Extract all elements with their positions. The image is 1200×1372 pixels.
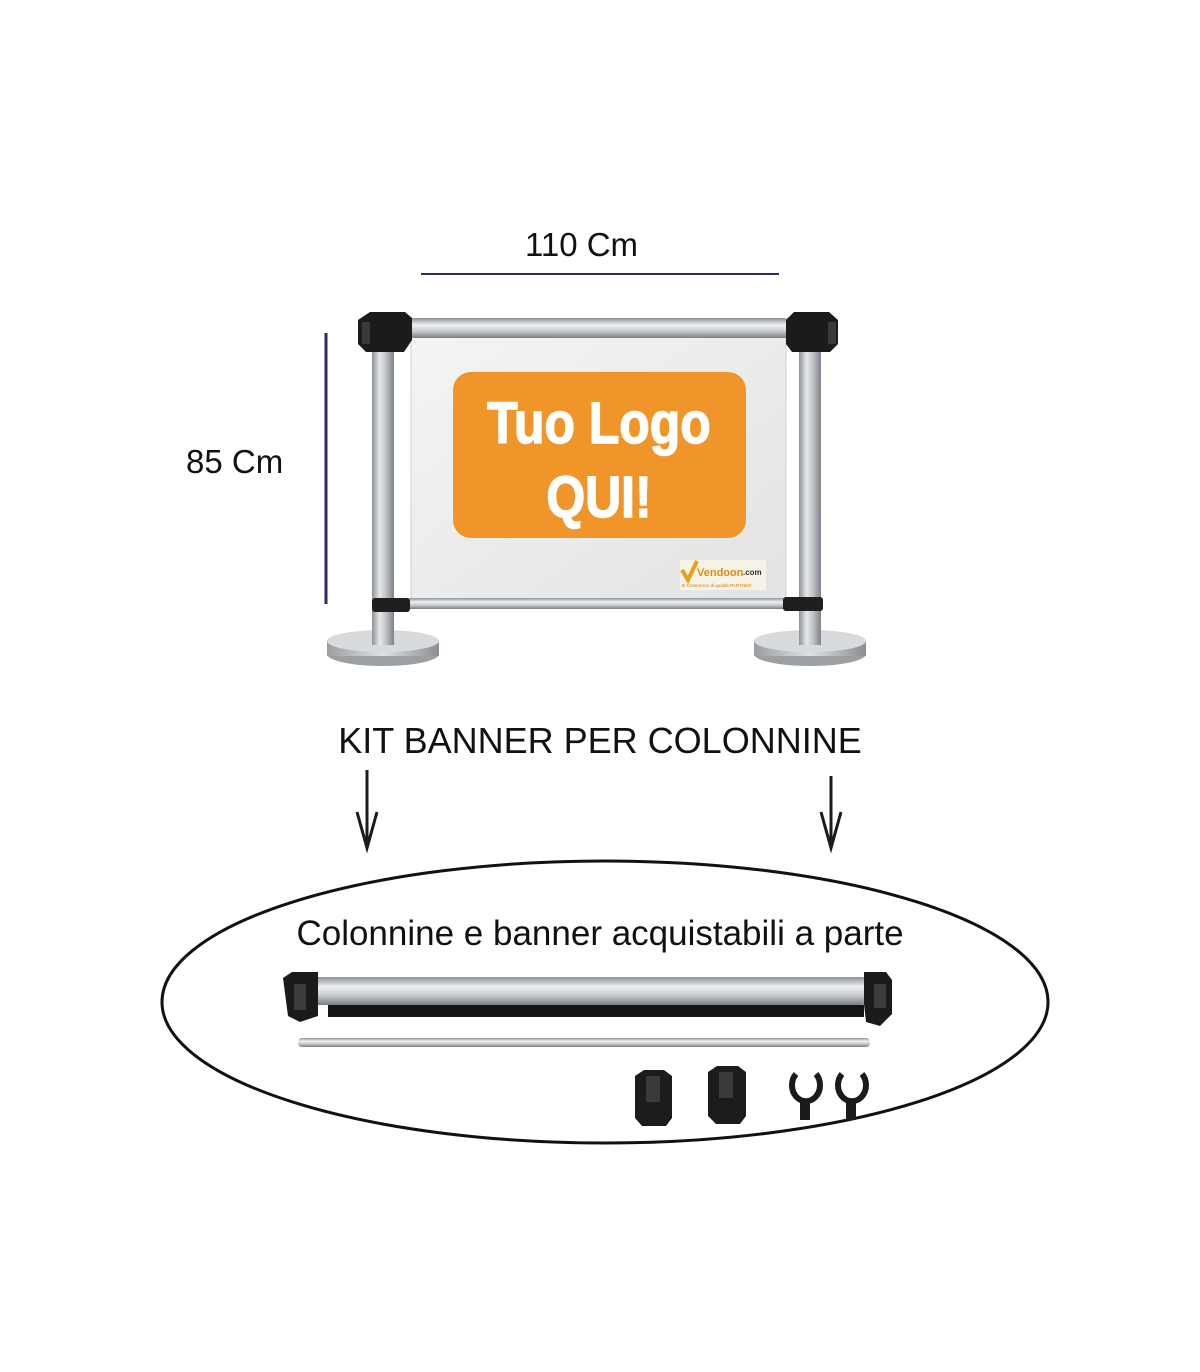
top-rail [403,318,793,338]
right-stanchion-base [754,630,866,666]
watermark-brand-text: Vendoon [697,567,744,579]
watermark-tagline-text: E-Commerce di qualità PARTNER [682,583,752,588]
kit-note: Colonnine e banner acquistabili a parte [296,914,904,953]
watermark-suffix-text: .com [743,568,762,577]
left-post-cap [358,312,412,352]
right-bottom-clamp [783,597,823,611]
left-bottom-clamp [372,598,410,612]
kit-clip-1 [789,1072,823,1120]
left-arrow-icon [355,770,379,854]
left-post [372,345,394,645]
kit-bottom-rod [298,1038,870,1047]
logo-placeholder [453,372,746,538]
kit-clip-2 [835,1072,869,1120]
bottom-rail [405,598,790,609]
kit-contents-ellipse [160,859,1050,1145]
kit-title: KIT BANNER PER COLONNINE [338,720,862,761]
right-arrow-icon [819,776,843,854]
logo-line-1: Tuo Logo [487,392,710,456]
right-post-cap [786,312,838,352]
kit-clamp-2 [708,1066,746,1124]
width-dimension-label: 110 Cm [524,226,639,263]
height-dimension-label: 85 Cm [186,443,284,480]
brand-watermark: Vendoon .com E-Commerce di qualità PARTN… [680,560,766,590]
kit-top-rail [283,972,892,1026]
kit-clamp-1 [635,1070,672,1126]
logo-line-2: QUI! [546,466,651,530]
right-post [799,345,821,645]
